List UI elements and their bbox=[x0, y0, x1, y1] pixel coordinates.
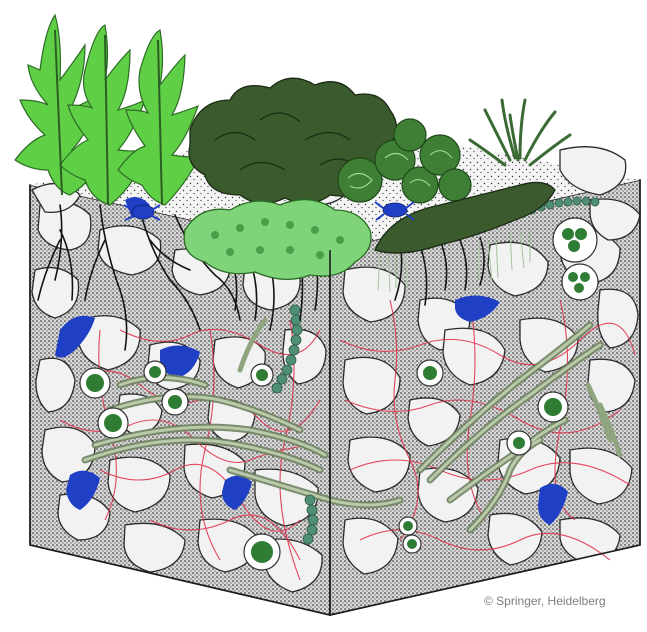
crustose-lichen bbox=[184, 200, 371, 280]
copyright-credit: © Springer, Heidelberg bbox=[484, 586, 644, 616]
